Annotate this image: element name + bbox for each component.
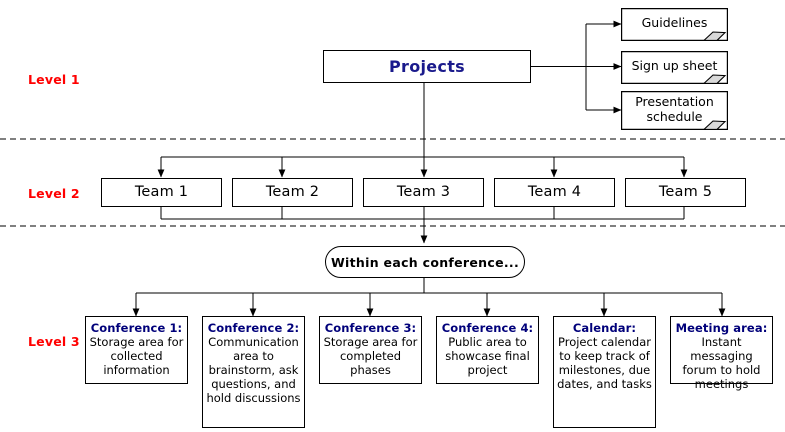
node-team-4[interactable]: Team 4 xyxy=(494,178,615,207)
doc-sign-up-sheet[interactable]: Sign up sheet xyxy=(621,51,728,84)
document-shape-icon xyxy=(621,8,728,41)
card-conference-2-heading: Conference 2: xyxy=(207,321,300,335)
level-2-label: Level 2 xyxy=(28,186,80,201)
card-conference-2-body: Communication area to brainstorm, ask qu… xyxy=(206,335,301,406)
node-team-3[interactable]: Team 3 xyxy=(363,178,484,207)
node-team-5[interactable]: Team 5 xyxy=(625,178,746,207)
card-conference-3-body: Storage area for completed phases xyxy=(323,335,418,378)
node-projects[interactable]: Projects xyxy=(323,50,531,83)
card-calendar-body: Project calendar to keep track of milest… xyxy=(557,335,652,392)
card-meeting-area[interactable]: Meeting area: Instant messaging forum to… xyxy=(670,316,773,391)
doc-guidelines[interactable]: Guidelines xyxy=(621,8,728,41)
node-within-each-conference[interactable]: Within each conference... xyxy=(325,246,525,278)
card-conference-4[interactable]: Conference 4: Public area to showcase fi… xyxy=(436,316,539,384)
card-conference-4-heading: Conference 4: xyxy=(441,321,534,335)
doc-guidelines-label: Guidelines xyxy=(641,15,708,31)
doc-presentation-schedule[interactable]: Presentation schedule xyxy=(621,91,728,130)
document-shape-icon xyxy=(621,51,728,84)
card-conference-1[interactable]: Conference 1: Storage area for collected… xyxy=(85,316,188,384)
card-meeting-area-heading: Meeting area: xyxy=(675,321,768,335)
document-shape-icon xyxy=(621,91,728,130)
card-conference-2[interactable]: Conference 2: Communication area to brai… xyxy=(202,316,305,428)
node-team-2[interactable]: Team 2 xyxy=(232,178,353,207)
doc-sign-up-sheet-label: Sign up sheet xyxy=(631,58,718,74)
doc-presentation-schedule-label: Presentation schedule xyxy=(635,94,714,124)
card-conference-3[interactable]: Conference 3: Storage area for completed… xyxy=(319,316,422,384)
card-meeting-area-body: Instant messaging forum to hold meetings xyxy=(682,335,761,392)
card-conference-1-heading: Conference 1: xyxy=(90,321,183,335)
card-conference-3-heading: Conference 3: xyxy=(324,321,417,335)
card-conference-4-body: Public area to showcase final project xyxy=(445,335,530,378)
level-3-label: Level 3 xyxy=(28,334,80,349)
card-calendar-heading: Calendar: xyxy=(572,321,637,335)
card-calendar[interactable]: Calendar: Project calendar to keep track… xyxy=(553,316,656,428)
card-conference-1-body: Storage area for collected information xyxy=(89,335,184,378)
level-1-label: Level 1 xyxy=(28,72,80,87)
node-team-1[interactable]: Team 1 xyxy=(101,178,222,207)
